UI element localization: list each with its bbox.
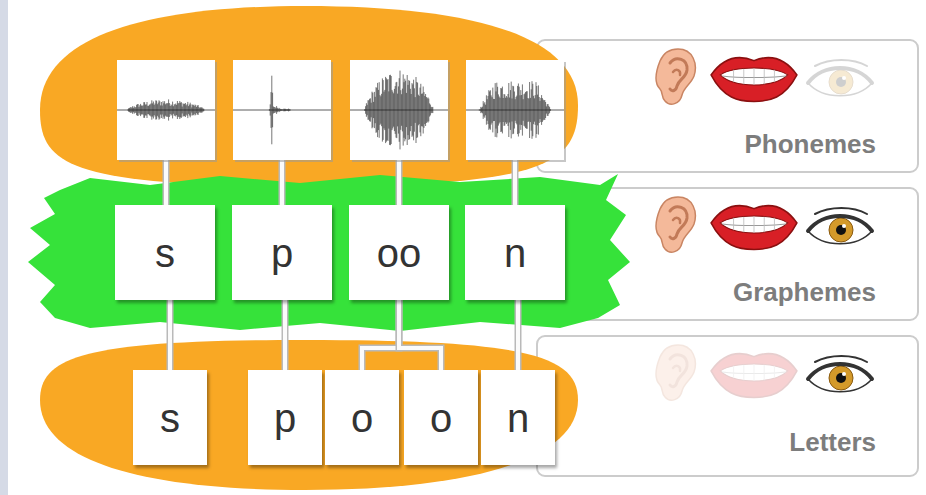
mouth-icon: [711, 58, 797, 102]
layer-label: Letters: [600, 422, 876, 462]
eye-icon: [808, 356, 872, 392]
eye-icon: [808, 208, 872, 244]
waveform: [269, 76, 290, 145]
waveform: [128, 99, 204, 120]
sound-line: [166, 158, 515, 206]
layer-name: Phonemes: [745, 130, 877, 159]
connector-line: [516, 300, 520, 370]
connector: [399, 300, 441, 370]
sense-icons: [656, 49, 872, 400]
panel: [537, 40, 918, 172]
grapheme-text: o: [351, 396, 373, 440]
waveforms: [117, 71, 564, 150]
layer-label: Graphemes: [600, 272, 876, 312]
green-splat: [28, 174, 630, 331]
ear-icon: [656, 197, 695, 252]
connector: [362, 300, 399, 370]
waveform: [479, 81, 550, 139]
letter-box: o: [325, 370, 399, 465]
grapheme-text: p: [271, 231, 293, 275]
ear-icon: [656, 345, 695, 400]
grapheme-box: p: [232, 205, 332, 300]
grapheme-box: oo: [349, 205, 449, 300]
grapheme-text: p: [274, 396, 296, 440]
grapheme-text: n: [507, 396, 529, 440]
letter-box: o: [404, 370, 478, 465]
eye-icon: [808, 60, 872, 96]
waveform-box: [350, 60, 448, 160]
waveform-box: [466, 60, 564, 160]
connector: [518, 300, 519, 370]
connector-line: [399, 300, 441, 370]
layer-label: Phonemes: [600, 124, 876, 164]
mouth-icon: [711, 206, 797, 250]
letter-box: p: [248, 370, 322, 465]
waveform-box: [117, 60, 215, 160]
connector-line: [168, 300, 172, 370]
grapheme-text: s: [155, 231, 175, 275]
slide-edge: [0, 0, 8, 495]
waveform: [365, 71, 433, 150]
grapheme-box: n: [465, 205, 565, 300]
sound-lines: [166, 158, 515, 206]
grapheme-text: n: [504, 231, 526, 275]
ear-icon: [656, 49, 695, 104]
connector: [285, 300, 286, 370]
waveform-boxes: [117, 60, 566, 162]
grapheme-box: s: [115, 205, 215, 300]
mouth-icon: [711, 354, 797, 398]
sound-line-outline: [166, 158, 515, 206]
connector-outline: [362, 300, 399, 370]
panel: [537, 336, 918, 476]
layer-name: Letters: [789, 428, 876, 457]
waveform-box: [233, 60, 331, 160]
connector-outline: [399, 300, 441, 370]
grapheme-text: s: [160, 396, 180, 440]
connector-line: [283, 300, 287, 370]
letter-box: n: [481, 370, 555, 465]
connector-outline: [167, 300, 174, 370]
grapheme-text: oo: [377, 231, 422, 275]
connector: [170, 300, 171, 370]
bottom-bun: [40, 340, 578, 490]
top-bun: [40, 6, 578, 186]
connector-outline: [515, 300, 522, 370]
grapheme-text: o: [430, 396, 452, 440]
layer-name: Graphemes: [733, 278, 876, 307]
letter-box: s: [133, 370, 207, 465]
connector-line: [362, 300, 399, 370]
connector-outline: [282, 300, 289, 370]
